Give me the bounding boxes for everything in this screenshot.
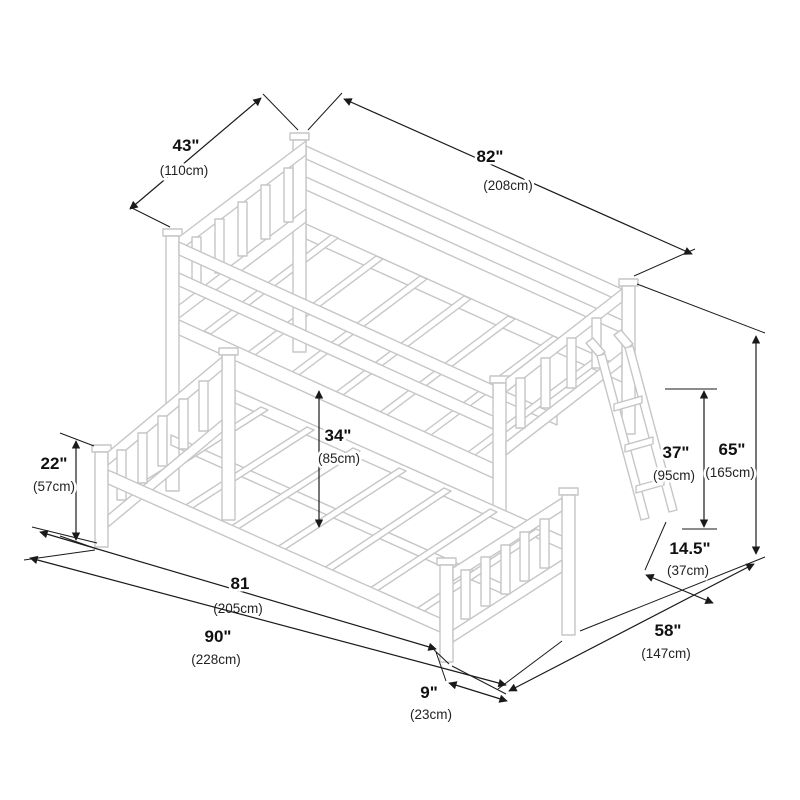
dim-rail-height: 22" (57cm) xyxy=(30,432,98,550)
slat xyxy=(178,398,189,450)
slat xyxy=(515,377,526,429)
dim-ladder-depth-value: 14.5" xyxy=(669,539,710,558)
post xyxy=(221,354,236,521)
dim-bottom-width-value: 58" xyxy=(655,621,682,640)
dim-top-length-metric: (208cm) xyxy=(483,178,533,193)
dimension-line xyxy=(508,563,755,692)
dim-ladder-overhang-value: 9" xyxy=(420,683,438,702)
slat xyxy=(137,432,148,484)
dim-overall-length-metric: (228cm) xyxy=(191,652,241,667)
extension-line xyxy=(633,248,696,277)
dim-overall-length-value: 90" xyxy=(205,627,232,646)
post-cap xyxy=(218,347,239,356)
dim-clearance-metric: (85cm) xyxy=(318,451,360,466)
dimension-line xyxy=(129,97,262,210)
rail xyxy=(178,241,494,399)
extension-line xyxy=(23,549,96,561)
dim-overall-height-value: 65" xyxy=(719,440,746,459)
bed-drawing xyxy=(91,132,678,663)
slat xyxy=(480,556,491,607)
extension-line xyxy=(129,206,171,228)
dim-bottom-width-metric: (147cm) xyxy=(641,646,691,661)
slat xyxy=(198,380,209,432)
rail xyxy=(178,272,494,430)
bottom-bunk-front-rail xyxy=(107,469,441,633)
rail xyxy=(178,319,494,479)
slat xyxy=(237,201,248,257)
extension-line xyxy=(262,93,299,131)
ladder xyxy=(585,329,678,521)
bottom-bunk-headboard xyxy=(91,347,239,548)
post-cap xyxy=(558,487,579,496)
dim-ladder-overhang: 9" (23cm) xyxy=(407,651,508,725)
dim-overall-length: 90" (228cm) xyxy=(23,549,563,690)
post xyxy=(94,451,109,548)
extension-line xyxy=(31,526,98,544)
post xyxy=(561,494,576,636)
post xyxy=(439,564,454,663)
ladder-rail xyxy=(624,345,678,513)
dim-top-width-value: 43" xyxy=(173,136,200,155)
slat xyxy=(260,184,271,240)
dim-ladder-overhang-metric: (23cm) xyxy=(410,707,452,722)
top-bunk-guard-rails xyxy=(178,241,494,479)
dim-bottom-width: 58" (147cm) xyxy=(451,563,755,695)
dim-top-width-metric: (110cm) xyxy=(160,163,209,178)
slat xyxy=(500,544,511,595)
slat xyxy=(283,167,294,223)
ladder-rung xyxy=(613,395,643,412)
beam xyxy=(505,288,623,393)
dimension-line xyxy=(343,98,693,255)
dim-clearance: 34" (85cm) xyxy=(314,390,363,528)
post xyxy=(492,382,507,519)
dim-top-length-value: 82" xyxy=(477,147,504,166)
ladder-rung xyxy=(635,477,665,494)
rail xyxy=(107,469,441,633)
post-cap xyxy=(162,228,183,237)
dim-top-length: 82" (208cm) xyxy=(307,92,696,277)
dim-top-width: 43" (110cm) xyxy=(129,93,299,228)
dimension-line xyxy=(448,681,508,703)
post xyxy=(165,235,180,492)
dim-bottom-length-value: 81 xyxy=(231,574,250,593)
top-bunk-footboard xyxy=(489,278,639,519)
beam xyxy=(505,351,623,456)
extension-line xyxy=(59,432,95,447)
dimension-line xyxy=(29,555,507,688)
post-cap xyxy=(436,557,457,566)
slat xyxy=(460,569,471,620)
ladder-rail xyxy=(596,353,650,521)
dim-clearance-value: 34" xyxy=(325,426,352,445)
extension-line xyxy=(307,92,343,131)
dim-ladder-depth-metric: (37cm) xyxy=(667,563,709,578)
dim-ladder-height: 37" (95cm) xyxy=(650,388,717,530)
extension-line xyxy=(644,521,667,571)
slat xyxy=(566,337,577,389)
extension-line xyxy=(636,283,766,334)
post-cap xyxy=(91,444,112,453)
ladder-rung xyxy=(624,436,654,453)
dim-ladder-height-value: 37" xyxy=(663,443,690,462)
dim-overall-height: 65" (165cm) xyxy=(579,283,766,632)
post-cap xyxy=(289,132,310,141)
slat xyxy=(539,518,550,569)
beam xyxy=(107,356,223,466)
dim-ladder-height-metric: (95cm) xyxy=(653,468,695,483)
extension-line xyxy=(497,640,563,690)
dim-rail-height-metric: (57cm) xyxy=(33,479,75,494)
slat xyxy=(467,355,605,456)
dimension-line xyxy=(645,574,714,604)
dimensions: 43" (110cm) 82" (208cm) 22" (57cm) 34" (… xyxy=(23,92,766,725)
slat xyxy=(540,357,551,409)
extension-line xyxy=(451,665,507,695)
slat xyxy=(157,415,168,467)
post-cap xyxy=(618,278,639,287)
dim-overall-height-metric: (165cm) xyxy=(705,465,755,480)
post xyxy=(292,139,307,353)
slat xyxy=(519,531,530,582)
extension-line xyxy=(435,651,447,682)
dim-rail-height-value: 22" xyxy=(41,454,68,473)
